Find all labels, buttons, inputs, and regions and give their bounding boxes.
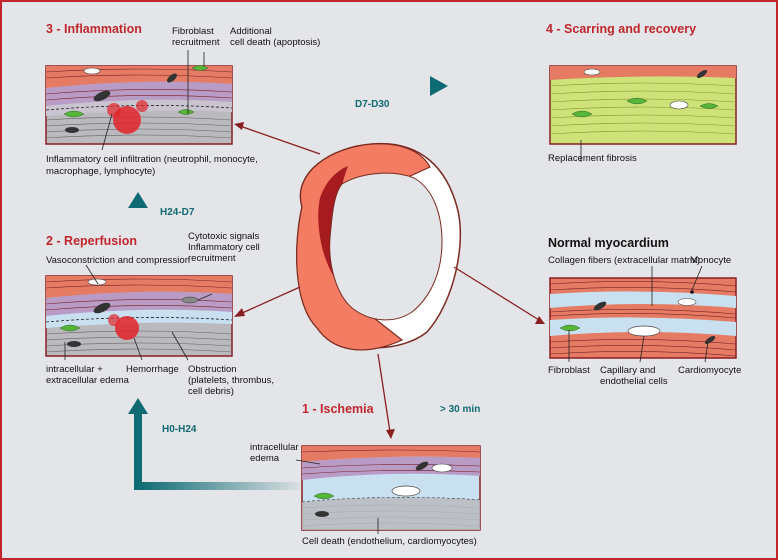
ischemia-edema-label: intracellular	[250, 442, 299, 453]
fibrosis-label: Replacement fibrosis	[548, 153, 637, 164]
capillary-label-2: endothelial cells	[600, 376, 668, 387]
normal-panel	[549, 277, 737, 359]
hemorrhage-label: Hemorrhage	[126, 364, 179, 375]
progression-arrows	[234, 122, 545, 439]
fibroblast-recruitment-label-2: recruitment	[172, 37, 220, 48]
edema-label-2: extracellular edema	[46, 375, 129, 386]
capillary-label: Capillary and	[600, 365, 656, 376]
inflammation-panel	[45, 65, 233, 145]
obstruction-label-2: (platelets, thrombus,	[188, 375, 275, 386]
timing-gt30: > 30 min	[440, 404, 481, 415]
cardiomyocyte-label: Cardiomyocyte	[678, 365, 742, 376]
ischemia-edema-label-2: edema	[250, 453, 280, 464]
cytotoxic-label: Cytotoxic signals	[188, 231, 260, 242]
timing-d7-d30: D7-D30	[355, 99, 390, 110]
apoptosis-label-2: cell death (apoptosis)	[230, 37, 321, 48]
timing-h0-h24: H0-H24	[162, 424, 197, 435]
reperfusion-panel	[45, 275, 233, 357]
inflammation-title: 3 - Inflammation	[46, 22, 142, 36]
scarring-panel	[549, 65, 737, 145]
leader-lines	[64, 50, 709, 534]
obstruction-label-3: cell debris)	[188, 386, 234, 397]
apoptosis-label: Additional	[230, 26, 272, 37]
normal-fibroblast-label: Fibroblast	[548, 365, 590, 376]
timing-arrows	[128, 76, 448, 490]
cell-death-label: Cell death (endothelium, cardiomyocytes)	[302, 536, 477, 547]
cytotoxic-label-2: Inflammatory cell	[188, 242, 260, 253]
monocyte-label: Monocyte	[690, 255, 732, 266]
scarring-title: 4 - Scarring and recovery	[546, 22, 697, 36]
cytotoxic-label-3: recruitment	[188, 253, 236, 264]
obstruction-label: Obstruction	[188, 364, 237, 375]
infiltration-label: Inflammatory cell infiltration (neutroph…	[46, 154, 258, 165]
normal-title: Normal myocardium	[548, 236, 669, 250]
reperfusion-title: 2 - Reperfusion	[46, 234, 137, 248]
ischemia-panel	[301, 445, 481, 531]
fibroblast-recruitment-label: Fibroblast	[172, 26, 214, 37]
infiltration-label-2: macrophage, lymphocyte)	[46, 166, 156, 177]
collagen-label: Collagen fibers (extracellular matrix)	[548, 255, 701, 266]
ischemia-title: 1 - Ischemia	[302, 402, 374, 416]
timing-h24-d7: H24-D7	[160, 207, 195, 218]
vaso-label: Vasoconstriction and compression	[46, 255, 190, 266]
heart-ring	[296, 142, 462, 351]
edema-label: intracellular +	[46, 364, 103, 375]
